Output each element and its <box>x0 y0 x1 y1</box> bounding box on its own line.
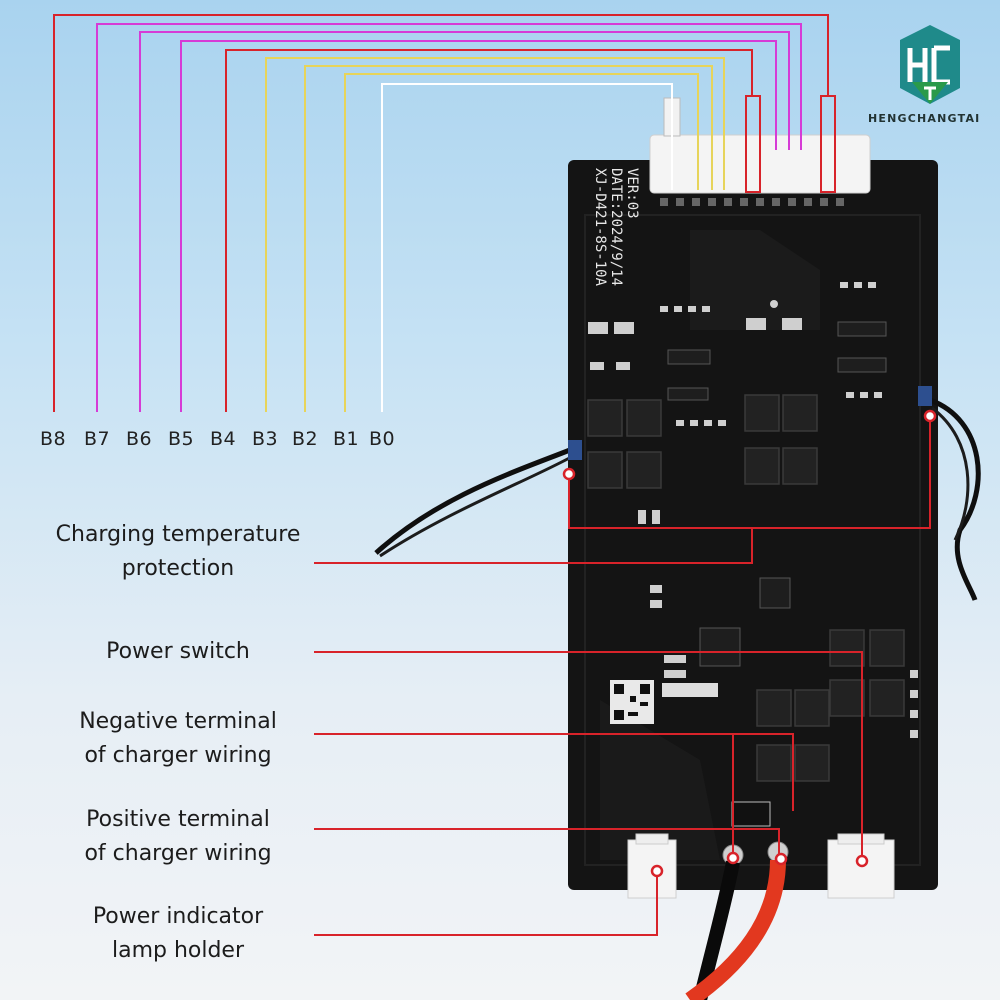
leader-temp-bracket <box>568 418 931 529</box>
wire-b0 <box>381 83 673 412</box>
left-thermistor-wire-2 <box>379 453 576 558</box>
b8-wire-marker <box>820 95 836 193</box>
leader-positive <box>314 828 780 859</box>
wire-b4 <box>225 49 753 412</box>
pad-strip <box>662 683 718 697</box>
pin-label-b4: B4 <box>210 428 237 450</box>
charger-positive-wire <box>685 859 786 1000</box>
balance-wires <box>53 14 829 412</box>
callout-charging-temp: Charging temperature protection <box>20 518 336 586</box>
b4-wire-marker <box>745 95 761 193</box>
leader-charging-temp <box>314 528 753 564</box>
wire-b6 <box>139 31 790 412</box>
leader-power-switch <box>314 651 863 861</box>
wire-b3 <box>265 57 725 412</box>
callout-power-switch-line1: Power switch <box>106 639 250 664</box>
pin-label-b5: B5 <box>168 428 195 450</box>
silk-version: VER:03 <box>624 168 640 219</box>
wire-b8 <box>53 14 829 412</box>
callout-power-switch: Power switch <box>20 635 336 669</box>
board-silkscreen: XJ-D421-8S-10A DATE:2024/9/14 VER:03 <box>592 168 640 287</box>
wire-b5 <box>180 40 777 412</box>
leader-negative <box>314 733 794 811</box>
pcb-trace-pattern <box>690 230 820 330</box>
power-switch-component <box>731 801 771 827</box>
brand-name: HENGCHANGTAI <box>868 112 981 125</box>
right-thermistor-wire-2 <box>931 406 970 541</box>
callout-charging-temp-line1: Charging temperature <box>55 522 301 547</box>
callout-endpoints <box>562 409 937 878</box>
ic-chips <box>667 321 887 667</box>
indicator-lamp-connector <box>627 833 677 899</box>
callout-leaders <box>314 418 931 936</box>
qr-code <box>610 680 654 724</box>
callout-positive-line1: Positive terminal <box>86 807 270 832</box>
pin-label-b8: B8 <box>40 428 67 450</box>
pcb-inner-texture <box>584 214 921 866</box>
smd-components <box>588 282 918 738</box>
pin-label-b3: B3 <box>252 428 279 450</box>
connector-pins <box>660 198 844 206</box>
callout-power-indicator: Power indicator lamp holder <box>20 900 336 968</box>
callout-positive-line2: of charger wiring <box>84 841 272 866</box>
wire-b2 <box>304 65 713 412</box>
wire-b7 <box>96 23 802 412</box>
callout-negative-line2: of charger wiring <box>84 743 272 768</box>
pin-label-b0: B0 <box>369 428 396 450</box>
pin-label-b1: B1 <box>333 428 360 450</box>
callout-power-indicator-line2: lamp holder <box>111 938 245 963</box>
callout-power-indicator-line1: Power indicator <box>92 904 264 929</box>
pin-label-b7: B7 <box>84 428 111 450</box>
pin-label-b2: B2 <box>292 428 319 450</box>
wire-b1 <box>344 73 699 412</box>
pcb-trace-pattern <box>600 700 720 860</box>
right-thermistor-head <box>918 386 932 406</box>
pin-label-b6: B6 <box>126 428 153 450</box>
silk-model: XJ-D421-8S-10A <box>592 168 608 287</box>
right-thermistor-wire <box>929 397 981 601</box>
brand-logo-icon <box>900 25 960 104</box>
left-thermistor-head <box>568 440 582 460</box>
callout-positive-terminal: Positive terminal of charger wiring <box>20 803 336 871</box>
callout-negative-terminal: Negative terminal of charger wiring <box>20 705 336 773</box>
callout-negative-line1: Negative terminal <box>79 709 277 734</box>
mosfet-array <box>587 394 905 782</box>
callout-charging-temp-line2: protection <box>121 556 235 581</box>
silk-date: DATE:2024/9/14 <box>608 168 624 286</box>
left-thermistor-wire <box>374 445 576 555</box>
leader-power-indicator <box>314 871 658 936</box>
